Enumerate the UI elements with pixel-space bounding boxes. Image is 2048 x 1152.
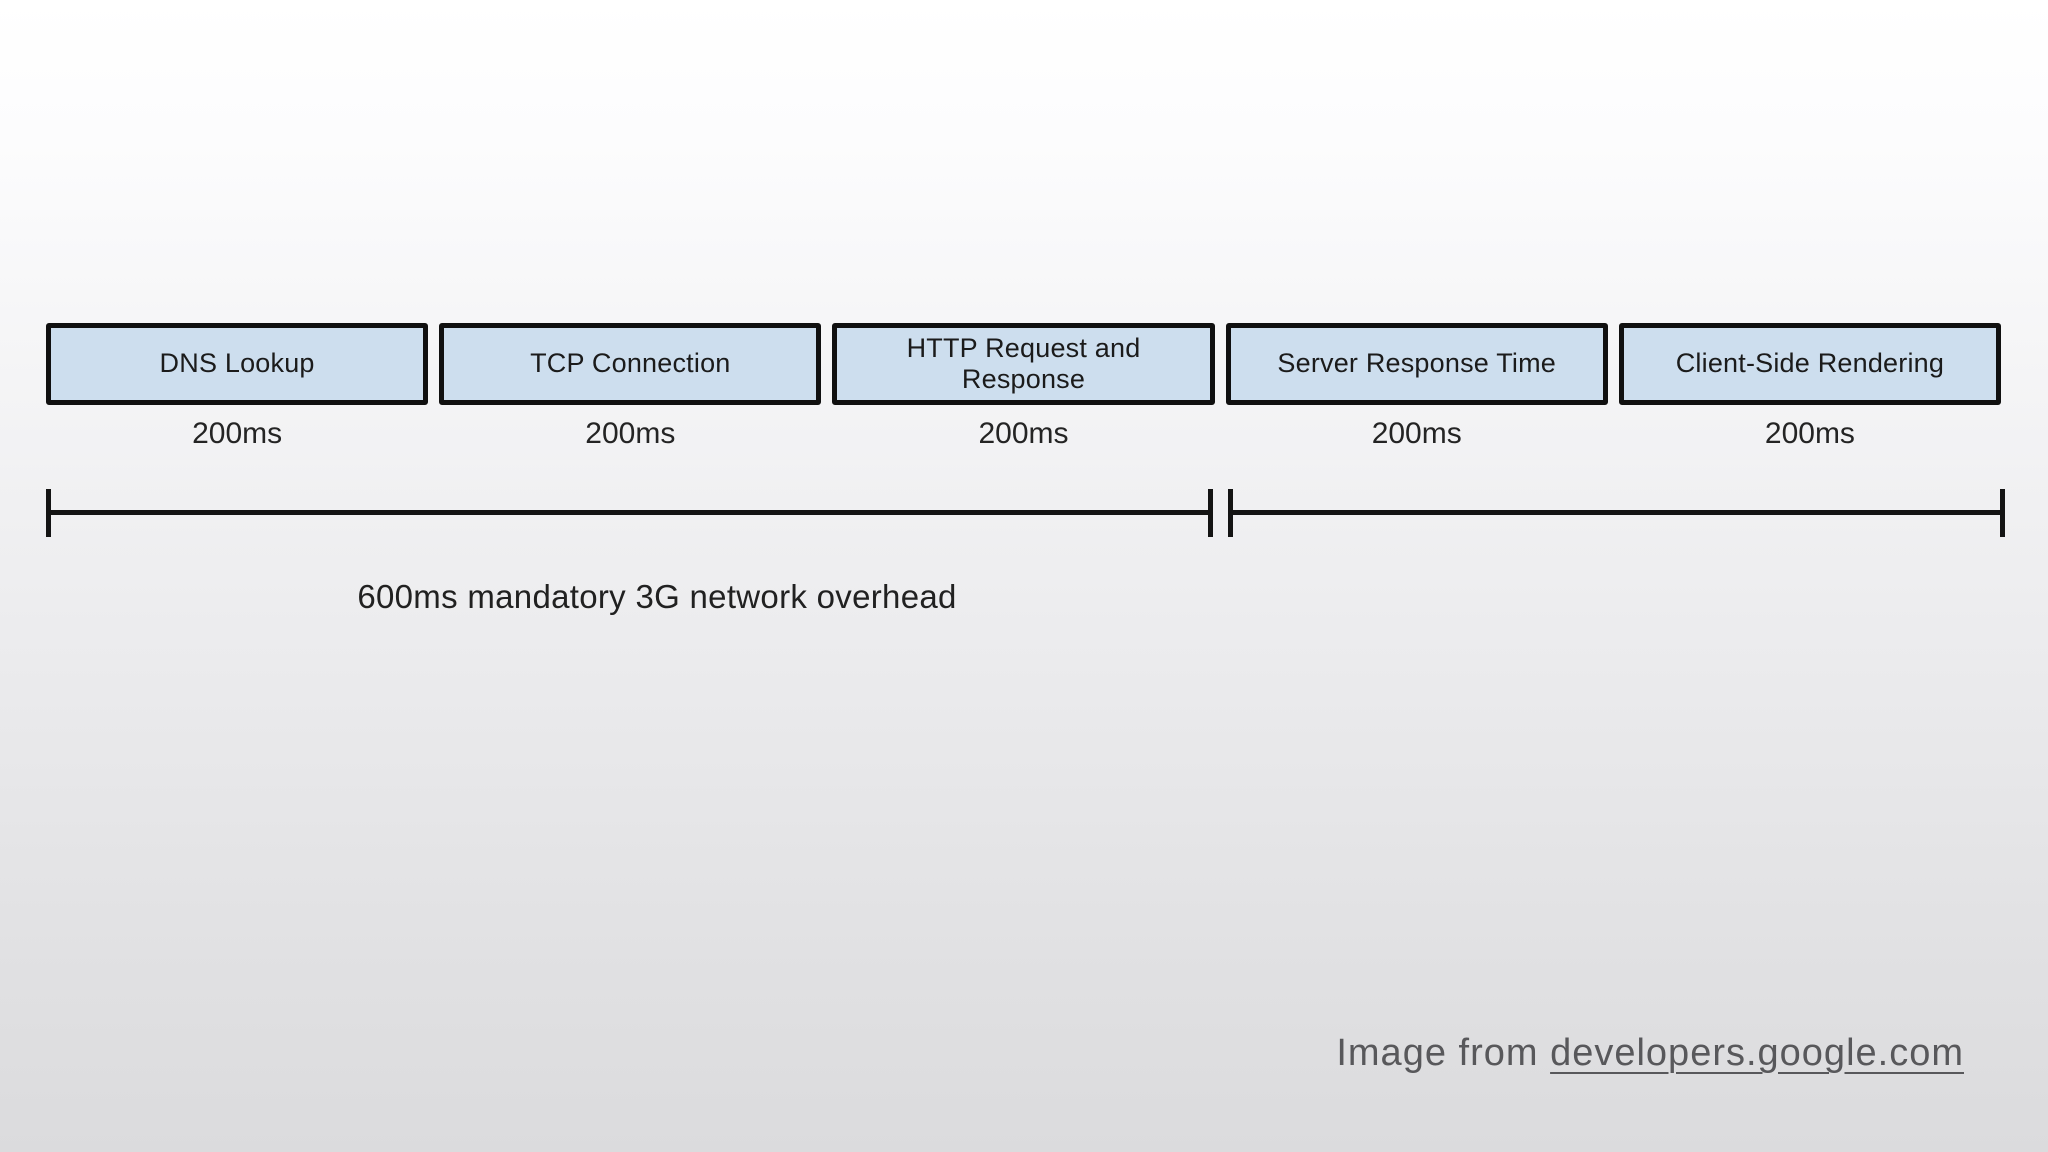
timeline-phase-row: DNS Lookup 200ms TCP Connection 200ms HT… bbox=[46, 323, 2002, 451]
overhead-bracket-left-segment bbox=[46, 489, 1213, 537]
duration-label: 200ms bbox=[1371, 417, 1462, 450]
phase-box-client-side-rendering: Client-Side Rendering bbox=[1618, 323, 2002, 405]
phase-label: Server Response Time bbox=[1277, 348, 1557, 379]
attribution-text: Image from developers.google.com bbox=[1336, 1032, 1964, 1075]
phase-box-dns-lookup: DNS Lookup bbox=[46, 323, 429, 405]
phase-label: DNS Lookup bbox=[159, 348, 315, 379]
overhead-caption: 600ms mandatory 3G network overhead bbox=[357, 578, 957, 615]
phase-box-http-request-response: HTTP Request and Response bbox=[832, 323, 1215, 405]
phase-http-request-response: HTTP Request and Response 200ms bbox=[832, 323, 1215, 451]
attribution-prefix: Image from bbox=[1336, 1032, 1551, 1074]
overhead-bracket-right-segment bbox=[1228, 489, 2005, 537]
phase-dns-lookup: DNS Lookup 200ms bbox=[46, 323, 429, 451]
duration-label: 200ms bbox=[1764, 417, 1855, 450]
phase-box-tcp-connection: TCP Connection bbox=[439, 323, 822, 405]
phase-label: HTTP Request and Response bbox=[906, 332, 1141, 394]
phase-label: Client-Side Rendering bbox=[1675, 348, 1945, 379]
phase-client-side-rendering: Client-Side Rendering 200ms bbox=[1618, 323, 2002, 451]
phase-label: TCP Connection bbox=[530, 348, 731, 379]
duration-label: 200ms bbox=[585, 417, 676, 450]
phase-tcp-connection: TCP Connection 200ms bbox=[439, 323, 822, 451]
attribution-link[interactable]: developers.google.com bbox=[1550, 1032, 1964, 1074]
duration-label: 200ms bbox=[192, 417, 283, 450]
phase-server-response-time: Server Response Time 200ms bbox=[1225, 323, 1608, 451]
phase-box-server-response-time: Server Response Time bbox=[1225, 323, 1608, 405]
duration-label: 200ms bbox=[978, 417, 1069, 450]
